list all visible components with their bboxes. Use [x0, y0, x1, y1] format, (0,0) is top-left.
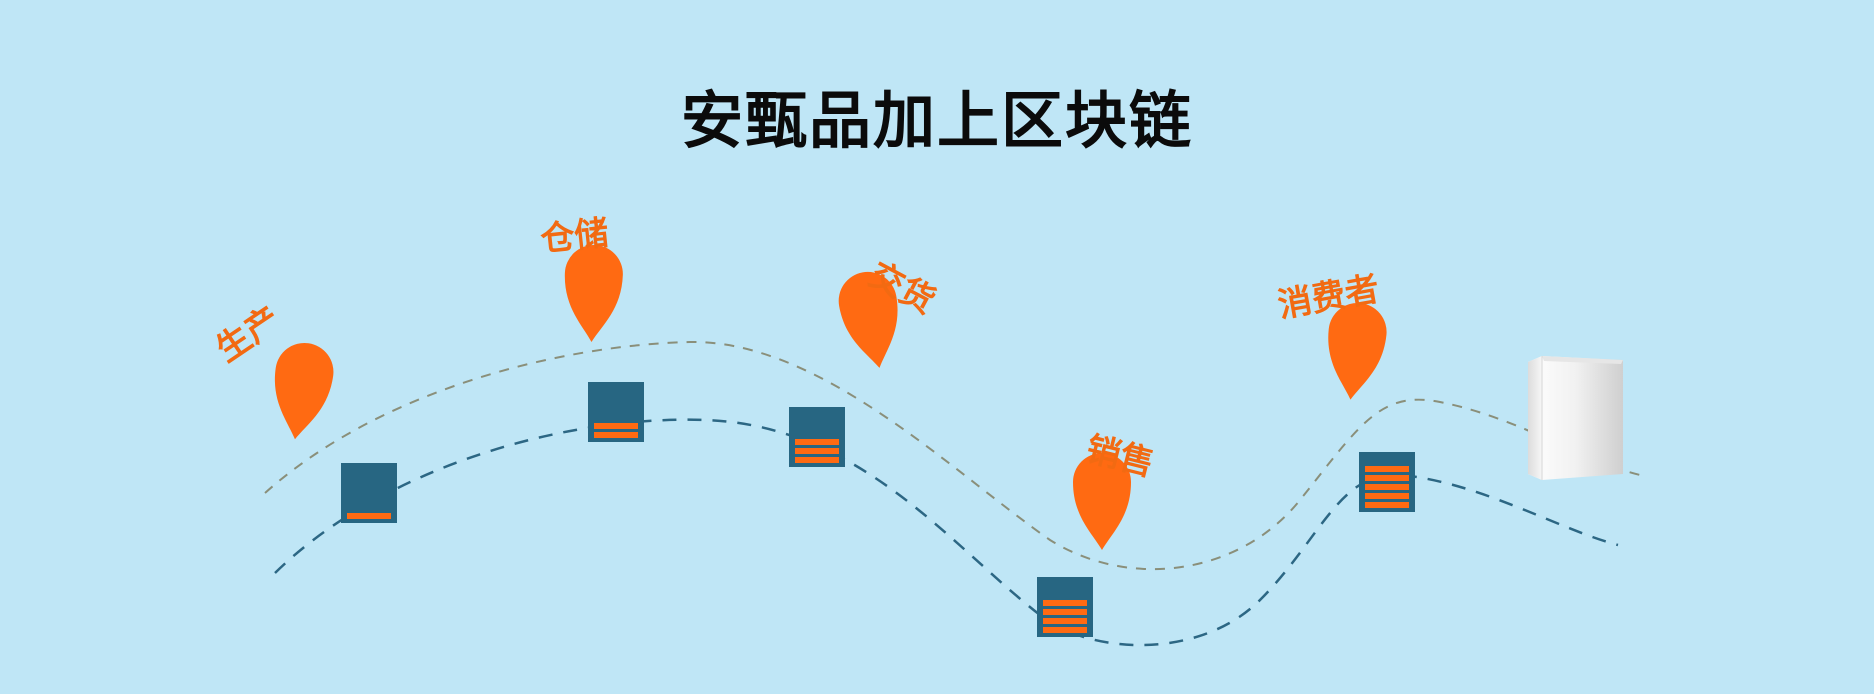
blocks-layer: [341, 382, 1415, 637]
map-pin-icon: [564, 245, 623, 342]
block-bar: [795, 457, 839, 463]
block-bar: [795, 439, 839, 445]
map-pin-icon: [274, 343, 334, 440]
block-bar: [1043, 618, 1087, 624]
block-bar: [1365, 484, 1409, 490]
map-pin-icon: [1328, 302, 1387, 400]
block-bar: [1043, 627, 1087, 633]
upper-route-path: [264, 340, 1641, 571]
block-bar: [347, 513, 391, 519]
data-block: [588, 382, 644, 442]
block-bar: [1043, 609, 1087, 615]
block-bar: [1365, 502, 1409, 508]
block-bar: [1043, 600, 1087, 606]
data-block: [1359, 452, 1415, 512]
block-bar: [1365, 475, 1409, 481]
block-bar: [594, 432, 638, 438]
block-bar: [795, 448, 839, 454]
data-block: [789, 407, 845, 467]
step-label: 仓储: [538, 213, 611, 261]
map-pin-icon: [1073, 453, 1131, 550]
block-bar: [594, 423, 638, 429]
data-block: [1037, 577, 1093, 637]
pins-layer: [274, 245, 1387, 550]
map-pin-icon: [838, 271, 898, 368]
page-title: 安甄品加上区块链: [680, 84, 1193, 157]
data-block: [341, 463, 397, 523]
block-bar: [1365, 466, 1409, 472]
block-bar: [1365, 493, 1409, 499]
product-box-icon: [1528, 356, 1623, 480]
lower-route-path: [274, 418, 1619, 647]
